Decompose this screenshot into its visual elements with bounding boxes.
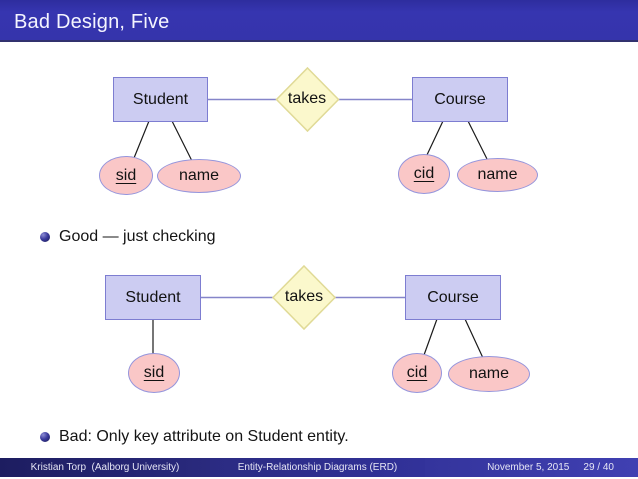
attr-line-student-name-1 (171, 120, 193, 162)
bullet-sphere-icon (40, 432, 50, 442)
attribute-sid-label-2: sid (143, 364, 165, 381)
footer-venue: Entity-Relationship Diagrams (ERD) (210, 458, 425, 477)
relationship-diamond-2 (271, 264, 337, 331)
slide-title: Bad Design, Five (14, 11, 170, 33)
attribute-name-course-1: name (457, 158, 538, 192)
slide-header: Bad Design, Five (0, 0, 638, 42)
attr-line-course-cid-2 (423, 318, 438, 356)
attribute-name-course-2: name (448, 356, 530, 392)
bullet-item-bad: Bad: Only key attribute on Student entit… (40, 428, 349, 446)
attribute-sid-1: sid (99, 156, 153, 195)
entity-student-2: Student (105, 275, 201, 320)
bullet-sphere-icon (40, 232, 50, 242)
attribute-cid-label-2: cid (406, 364, 428, 381)
relationship-label-takes-1: takes (287, 90, 327, 107)
footer-date: November 5, 2015 (487, 462, 570, 473)
relationship-label-takes-2: takes (284, 288, 324, 305)
slide-footer: Kristian Torp (Aalborg University) Entit… (0, 458, 638, 477)
attr-line-student-sid-1 (133, 120, 150, 159)
attribute-sid-2: sid (128, 353, 180, 393)
footer-page-number: 29 / 40 (583, 462, 614, 473)
entity-course-2: Course (405, 275, 501, 320)
attribute-sid-label-1: sid (115, 166, 137, 184)
attribute-cid-2: cid (392, 353, 442, 393)
footer-author: Kristian Torp (Aalborg University) (0, 458, 210, 477)
entity-course-1: Course (412, 77, 508, 122)
attr-line-course-cid-1 (425, 120, 444, 158)
entity-student-1: Student (113, 77, 208, 122)
attribute-cid-1: cid (398, 154, 450, 194)
footer-date-section: November 5, 2015 29 / 40 (425, 458, 638, 477)
bullet-text-good: Good — just checking (59, 228, 216, 245)
attribute-name-student-1: name (157, 159, 241, 193)
bullet-item-good: Good — just checking (40, 228, 216, 246)
bullet-text-bad: Bad: Only key attribute on Student entit… (59, 428, 349, 445)
attribute-cid-label-1: cid (413, 165, 435, 182)
attr-line-course-name-2 (464, 318, 484, 359)
attr-line-course-name-1 (467, 120, 488, 160)
relationship-diamond-1 (275, 66, 340, 133)
